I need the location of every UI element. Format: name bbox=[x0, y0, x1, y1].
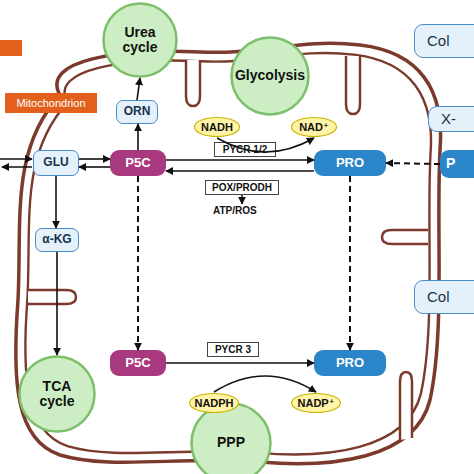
cofactor-ellipse: NADH bbox=[193, 116, 241, 138]
cropped-box: X- bbox=[428, 106, 474, 132]
node-text: Mitochondrion bbox=[16, 97, 85, 109]
node-text: Urea cycle bbox=[108, 25, 172, 56]
node-text: P5C bbox=[125, 156, 150, 170]
enzyme-tag: PYCR 1/2 bbox=[214, 142, 276, 157]
metabolite-box: GLU bbox=[33, 150, 79, 176]
crista bbox=[186, 60, 200, 106]
reaction-arrow bbox=[166, 170, 314, 172]
product-arrow bbox=[241, 195, 243, 204]
metabolite-box: α-KG bbox=[35, 228, 79, 252]
node-text: GLU bbox=[43, 156, 68, 169]
cycle-circle: Urea cycle bbox=[102, 2, 178, 78]
node-text: NADP⁺ bbox=[298, 397, 335, 409]
reaction-arrow bbox=[79, 166, 110, 168]
cropped-box: Col bbox=[414, 280, 474, 314]
reaction-arrow bbox=[166, 362, 314, 364]
node-text: PPP bbox=[217, 435, 245, 450]
node-text: TCA cycle bbox=[24, 379, 90, 410]
cropped-tag bbox=[0, 40, 22, 56]
outflow-arrow bbox=[2, 166, 32, 168]
metabolite-box: P5C bbox=[110, 150, 166, 176]
cycle-circle: PPP bbox=[190, 402, 272, 474]
node-text: PRO bbox=[336, 156, 364, 170]
outer-membrane bbox=[16, 43, 441, 463]
note-label: ATP/ROS bbox=[213, 205, 257, 216]
inflow-arrow bbox=[0, 158, 32, 160]
transport-arrow bbox=[349, 176, 351, 350]
transport-arrow bbox=[386, 163, 440, 164]
cofactor-ellipse: NAD⁺ bbox=[290, 116, 338, 138]
cropped-box: Col bbox=[414, 24, 474, 58]
metabolite-box: PRO bbox=[314, 350, 386, 376]
cropped-box: P bbox=[440, 150, 474, 178]
compartment-tag: Mitochondrion bbox=[5, 93, 97, 113]
node-text: NADH bbox=[201, 121, 233, 133]
node-text: NADPH bbox=[194, 397, 233, 409]
enzyme-tag: POX/PRODH bbox=[205, 180, 279, 195]
metabolite-box: ORN bbox=[116, 100, 158, 124]
node-text: Col bbox=[427, 33, 450, 50]
cofactor-ellipse: NADP⁺ bbox=[290, 392, 342, 414]
transport-arrow bbox=[137, 176, 139, 350]
node-text: P bbox=[446, 156, 455, 171]
reaction-arrow bbox=[56, 252, 58, 355]
node-text: PRO bbox=[336, 356, 364, 370]
node-text: α-KG bbox=[42, 233, 71, 246]
cofactor-ellipse: NADPH bbox=[188, 392, 240, 414]
reaction-arrow bbox=[137, 124, 139, 150]
crista bbox=[28, 290, 76, 304]
node-text: NAD⁺ bbox=[299, 121, 329, 133]
metabolite-box: P5C bbox=[110, 350, 166, 376]
cycle-circle: TCA cycle bbox=[18, 355, 96, 433]
node-text: ORN bbox=[124, 105, 151, 118]
cycle-circle: Glycolysis bbox=[230, 36, 310, 116]
node-text: PYCR 1/2 bbox=[223, 144, 267, 155]
reaction-arrow bbox=[137, 78, 140, 100]
node-text: Glycolysis bbox=[235, 68, 305, 83]
node-text: POX/PRODH bbox=[212, 182, 272, 193]
reaction-arrow bbox=[166, 159, 314, 161]
reaction-arrow bbox=[55, 176, 57, 228]
reaction-arrow bbox=[79, 158, 110, 160]
crista bbox=[346, 56, 360, 114]
node-text: X- bbox=[441, 111, 456, 128]
node-text: PYCR 3 bbox=[215, 344, 251, 355]
metabolite-box: PRO bbox=[314, 150, 386, 176]
node-text: Col bbox=[427, 289, 450, 306]
crista bbox=[382, 230, 428, 244]
enzyme-tag: PYCR 3 bbox=[207, 342, 259, 357]
node-text: P5C bbox=[125, 356, 150, 370]
crista bbox=[400, 372, 412, 440]
reaction-arrow bbox=[214, 376, 316, 392]
